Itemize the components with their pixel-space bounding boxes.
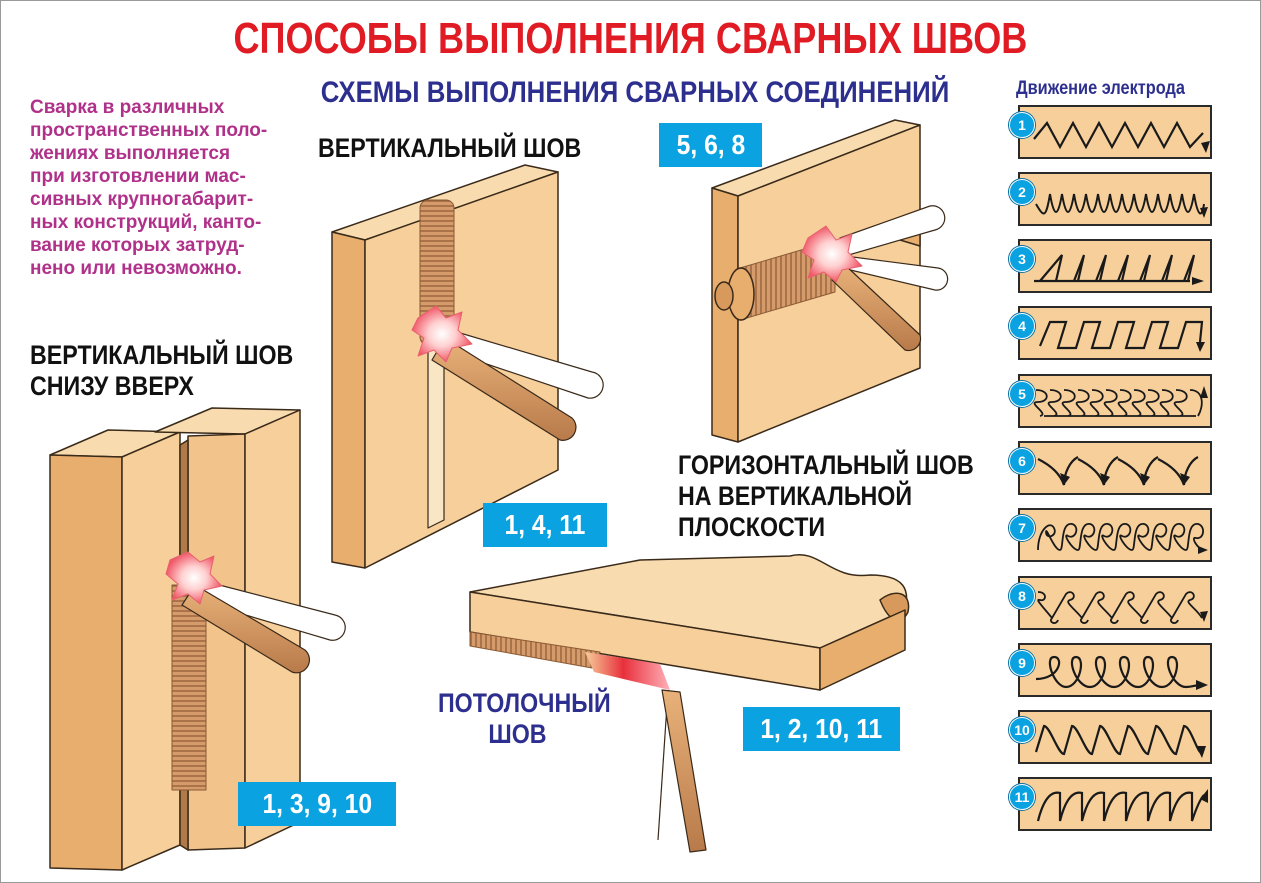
electrode-pattern-1: [1018, 105, 1212, 159]
methods-badge-overhead: 1, 2, 10, 11: [743, 707, 900, 751]
label-line: ПОТОЛОЧНЫЙ: [437, 688, 611, 718]
pattern-number-badge: 1: [1009, 112, 1035, 138]
electrode-pattern-6: [1018, 441, 1212, 495]
label-vertical-seam-bottom-up: ВЕРТИКАЛЬНЫЙ ШОВ СНИЗУ ВВЕРХ: [30, 340, 293, 402]
badge-text: 1, 2, 10, 11: [760, 713, 883, 744]
pattern-number-badge: 7: [1009, 515, 1035, 541]
figure-vertical-seam-bottom-up: [49, 407, 346, 871]
label-overhead-seam: ПОТОЛОЧНЫЙ ШОВ: [437, 688, 611, 750]
label-horizontal-seam: ГОРИЗОНТАЛЬНЫЙ ШОВ НА ВЕРТИКАЛЬНОЙ ПЛОСК…: [678, 450, 974, 543]
pattern-number-badge: 9: [1009, 650, 1035, 676]
label-line: СНИЗУ ВВЕРХ: [30, 371, 194, 401]
poster-title: СПОСОБЫ ВЫПОЛНЕНИЯ СВАРНЫХ ШВОВ: [233, 14, 1028, 63]
badge-text: 1, 4, 11: [504, 509, 586, 540]
electrode-pattern-2: [1018, 172, 1212, 226]
electrode-pattern-11: [1018, 777, 1212, 831]
intro-line: Сварка в различных: [30, 97, 225, 118]
label-line: ПЛОСКОСТИ: [678, 512, 826, 542]
pattern-number-badge: 2: [1009, 179, 1035, 205]
electrode-pattern-3: [1018, 239, 1212, 293]
pattern-number-badge: 3: [1009, 246, 1035, 272]
pattern-number-badge: 5: [1009, 381, 1035, 407]
figure-horizontal-seam: [711, 119, 949, 443]
intro-line: вание которых затруд-: [30, 235, 245, 256]
electrode-pattern-10: [1018, 710, 1212, 764]
label-line: ВЕРТИКАЛЬНЫЙ ШОВ: [318, 133, 582, 163]
label-line: ВЕРТИКАЛЬНЫЙ ШОВ: [30, 340, 294, 370]
intro-line: жениях выполняется: [30, 143, 231, 164]
label-line: ГОРИЗОНТАЛЬНЫЙ ШОВ: [678, 450, 974, 480]
intro-line: при изготовлении мас-: [30, 166, 246, 187]
electrode-pattern-7: [1018, 508, 1212, 562]
label-line: ШОВ: [488, 719, 547, 749]
figure-vertical-seam: [331, 164, 604, 569]
pattern-number-badge: 10: [1009, 717, 1035, 743]
pattern-number-badge: 6: [1009, 448, 1035, 474]
electrode-pattern-4: [1018, 306, 1212, 360]
methods-badge-vertical-up: 1, 3, 9, 10: [238, 782, 396, 826]
intro-text: Сварка в различных пространственных поло…: [30, 96, 320, 280]
intro-line: сивных крупногабарит-: [30, 189, 254, 210]
pattern-number-badge: 4: [1009, 313, 1035, 339]
methods-badge-horizontal: 5, 6, 8: [659, 123, 762, 167]
methods-badge-vertical: 1, 4, 11: [483, 503, 607, 547]
intro-line: нено или невозможно.: [30, 258, 242, 279]
intro-line: пространственных поло-: [30, 120, 268, 141]
label-line: НА ВЕРТИКАЛЬНОЙ: [678, 481, 913, 511]
figure-overhead-seam: [469, 554, 910, 853]
electrode-pattern-8: [1018, 576, 1212, 630]
label-vertical-seam: ВЕРТИКАЛЬНЫЙ ШОВ: [318, 133, 581, 164]
electrode-pattern-5: [1018, 374, 1212, 428]
badge-text: 5, 6, 8: [676, 129, 745, 160]
intro-line: ных конструкций, канто-: [30, 212, 262, 233]
pattern-number-badge: 8: [1009, 583, 1035, 609]
badge-text: 1, 3, 9, 10: [262, 788, 372, 819]
pattern-number-badge: 11: [1009, 784, 1035, 810]
electrode-pattern-9: [1018, 643, 1212, 697]
poster-subtitle: СХЕМЫ ВЫПОЛНЕНИЯ СВАРНЫХ СОЕДИНЕНИЙ: [320, 76, 950, 109]
legend-title: Движение электрода: [1016, 78, 1185, 99]
